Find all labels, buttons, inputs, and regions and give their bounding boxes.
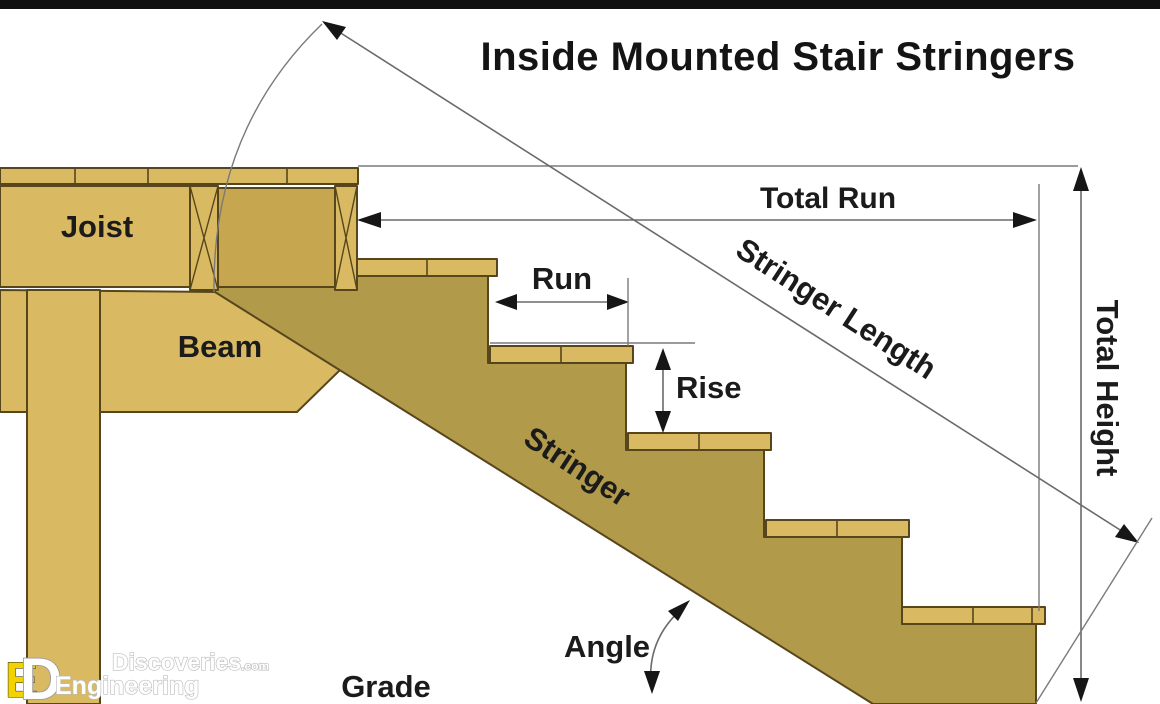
rise-label: Rise [676,370,741,405]
watermark-logo-e-icon: E [5,652,38,704]
arrowhead-right [1013,212,1037,228]
grade-label: Grade [341,669,431,704]
total-height-label: Total Height [1090,300,1125,477]
watermark: E D Discoveries.com Engineering [5,646,270,704]
stringer-length-label: Stringer Length [730,231,943,386]
page-title: Inside Mounted Stair Stringers [480,35,1075,79]
angle-label: Angle [564,629,650,664]
total-run-label: Total Run [760,182,896,215]
tread [765,519,910,538]
arrowhead-up [655,348,671,370]
dimension-angle [644,600,690,694]
tread [489,345,634,364]
deck-boards [0,167,359,185]
arrowhead-left [357,212,381,228]
top-bar [0,0,1160,9]
watermark-brand-suffix: .com [241,659,269,673]
watermark-brand-line1: Discoveries [112,649,241,675]
arrowhead-down [644,671,660,694]
dimension-total-height [1073,167,1089,702]
joist-label: Joist [61,209,133,244]
watermark-logo-d-icon: D [20,647,62,704]
dimension-rise [655,348,671,433]
beam-label: Beam [178,329,262,364]
dimension-total-run [357,212,1037,228]
arrowhead-up [1073,167,1089,191]
cross-brace-left [189,185,219,291]
cross-brace-right [334,185,358,291]
dimension-run [495,294,629,310]
watermark-discoveries: Discoveries.com [112,649,269,675]
tread [356,258,498,277]
arrowhead-upper [668,600,690,621]
run-label: Run [532,261,592,296]
arrowhead-right [607,294,629,310]
watermark-engineering: Engineering [55,672,199,700]
joist-block [0,185,191,288]
cross-brace-right-x [334,185,358,291]
arrowhead-upper [322,21,346,40]
arrowhead-down [1073,678,1089,702]
arrowhead-lower [1115,524,1139,543]
stair-treads [356,258,1046,625]
stringer-length-extension-bottom [1035,517,1153,704]
dimension-stringer-length [322,21,1139,543]
cross-brace-left-x [189,185,219,291]
stringer-length-extension-top [213,23,323,293]
deck-board-seams [74,168,288,184]
tread [627,432,772,451]
arrowhead-down [655,411,671,433]
support-post [26,289,101,704]
deck-board-strip [0,167,359,185]
rim-block [217,187,336,288]
arrowhead-left [495,294,517,310]
tread [901,606,1046,625]
